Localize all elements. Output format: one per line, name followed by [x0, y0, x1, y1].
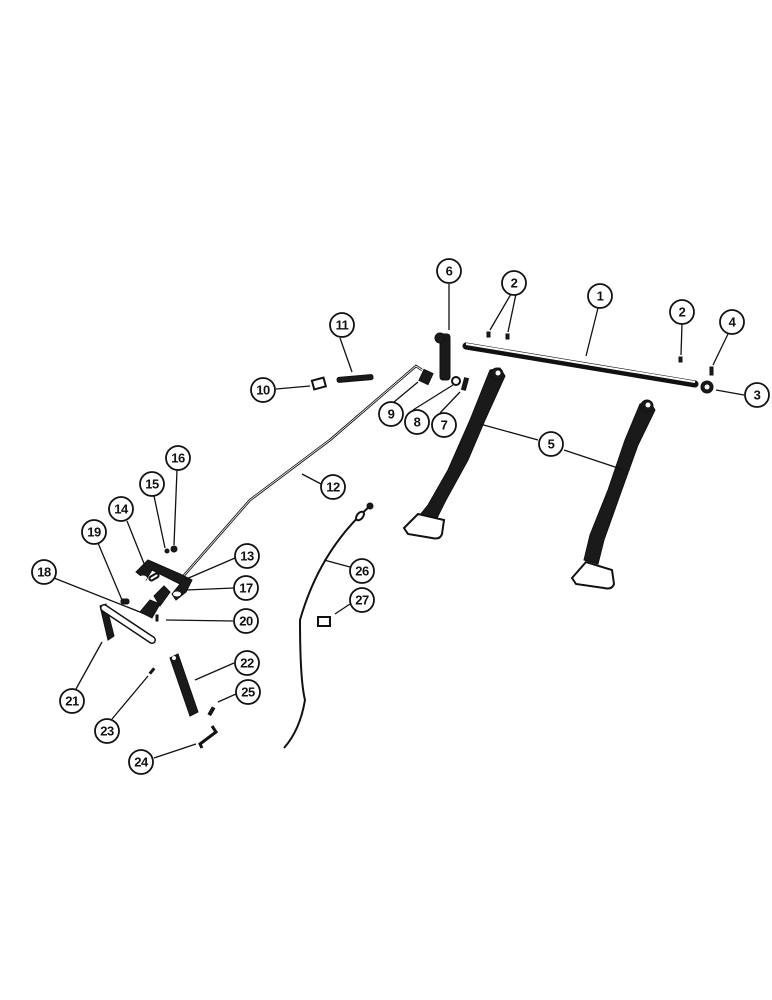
- spring-part-7: [460, 377, 470, 391]
- svg-text:4: 4: [729, 315, 737, 330]
- svg-text:26: 26: [355, 564, 369, 579]
- callout-3[interactable]: 3: [744, 382, 770, 408]
- callout-21[interactable]: 21: [59, 688, 85, 714]
- bolt: [148, 572, 160, 582]
- pin-part-23: [148, 667, 156, 675]
- callout-5[interactable]: 5: [538, 431, 564, 457]
- cable-part-26: [283, 502, 374, 749]
- callout-12[interactable]: 12: [320, 474, 346, 500]
- svg-text:23: 23: [100, 724, 114, 739]
- svg-text:1: 1: [597, 289, 604, 304]
- svg-text:17: 17: [239, 581, 253, 596]
- spring-part-11: [336, 374, 374, 383]
- svg-text:6: 6: [446, 264, 453, 279]
- svg-text:16: 16: [171, 451, 185, 466]
- svg-text:11: 11: [336, 318, 349, 333]
- callout-16[interactable]: 16: [165, 445, 191, 471]
- svg-text:22: 22: [240, 656, 254, 671]
- callout-15[interactable]: 15: [139, 471, 165, 497]
- callout-20[interactable]: 20: [233, 608, 259, 634]
- pedal-right-part-5: [570, 399, 656, 590]
- cross-shaft-part-1: [462, 342, 699, 388]
- svg-text:2: 2: [679, 305, 686, 320]
- callout-24[interactable]: 24: [128, 749, 154, 775]
- svg-text:18: 18: [37, 565, 51, 580]
- clip-part-10: [310, 376, 328, 391]
- callouts: 1 2 2 3 4 5 6 7 8 9 10 11 12 13 14 15 16…: [31, 258, 770, 775]
- pin-part-25: [207, 706, 216, 717]
- washer-part-15: [164, 548, 170, 554]
- callout-6[interactable]: 6: [436, 258, 462, 284]
- set-screw-part-4: [709, 366, 714, 376]
- washer-part-8: [451, 376, 461, 386]
- lever-part-21: [99, 603, 156, 644]
- callout-26[interactable]: 26: [349, 558, 375, 584]
- callout-22[interactable]: 22: [234, 650, 260, 676]
- callout-8[interactable]: 8: [404, 409, 430, 435]
- svg-text:24: 24: [134, 755, 149, 770]
- svg-text:2: 2: [511, 276, 518, 291]
- svg-text:5: 5: [548, 437, 555, 452]
- callout-17[interactable]: 17: [233, 575, 259, 601]
- callout-23[interactable]: 23: [94, 718, 120, 744]
- shaft-keys-part-2: [486, 331, 683, 363]
- rod-part-12: [179, 364, 423, 581]
- callout-19[interactable]: 19: [81, 519, 107, 545]
- callout-18[interactable]: 18: [31, 559, 57, 585]
- svg-text:19: 19: [87, 525, 101, 540]
- svg-text:7: 7: [441, 418, 448, 433]
- callout-9[interactable]: 9: [378, 401, 404, 427]
- callout-10[interactable]: 10: [250, 377, 276, 403]
- callout-27[interactable]: 27: [349, 587, 375, 613]
- pivot-pin-part-6: [434, 332, 451, 381]
- bushing-part-3: [700, 380, 714, 394]
- clip-part-9: [418, 368, 434, 386]
- svg-text:9: 9: [388, 407, 395, 422]
- callout-1[interactable]: 1: [587, 283, 613, 309]
- svg-text:3: 3: [754, 388, 761, 403]
- callout-11[interactable]: 11: [329, 312, 355, 338]
- pin-part-20: [155, 614, 159, 622]
- svg-text:10: 10: [256, 383, 270, 398]
- clip-part-19: [120, 598, 130, 605]
- svg-text:13: 13: [240, 549, 254, 564]
- arm-hole: [172, 656, 176, 660]
- nut-part-16: [170, 545, 178, 553]
- svg-text:14: 14: [114, 502, 129, 517]
- callout-2a[interactable]: 2: [501, 270, 527, 296]
- callout-4[interactable]: 4: [719, 309, 745, 335]
- callout-7[interactable]: 7: [431, 412, 457, 438]
- pedal-left-part-5: [402, 367, 506, 540]
- arm-part-22: [169, 653, 199, 717]
- bracket-part-13-14: [135, 559, 193, 601]
- svg-text:20: 20: [239, 614, 253, 629]
- callout-25[interactable]: 25: [235, 679, 261, 705]
- svg-text:12: 12: [326, 480, 340, 495]
- svg-text:15: 15: [145, 477, 159, 492]
- callout-14[interactable]: 14: [108, 496, 134, 522]
- svg-text:27: 27: [355, 593, 369, 608]
- callout-13[interactable]: 13: [234, 543, 260, 569]
- svg-text:8: 8: [414, 415, 421, 430]
- svg-text:25: 25: [241, 685, 255, 700]
- hook-rod-part-24: [198, 725, 219, 749]
- svg-text:21: 21: [65, 694, 79, 709]
- clamp-part-27: [317, 616, 331, 627]
- leader-lines: [53, 284, 745, 759]
- callout-2b[interactable]: 2: [669, 299, 695, 325]
